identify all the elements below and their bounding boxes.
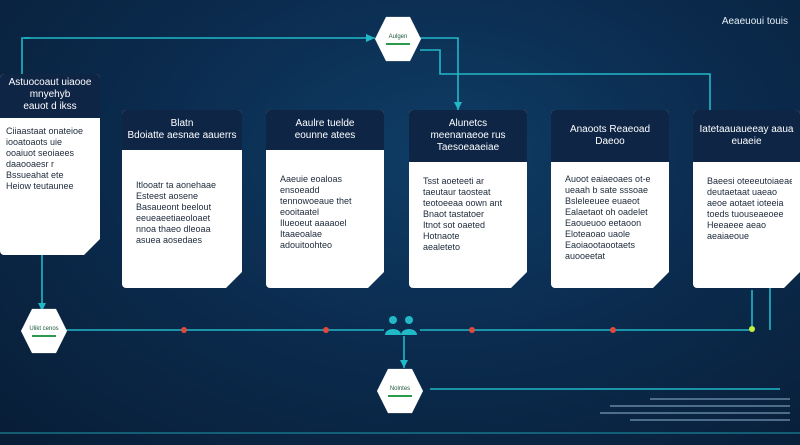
card-text-line: Eaoiaootaootaets bbox=[565, 240, 636, 250]
process-card-4: Alunetcs meenanaeoe rus Taesoeaaeiae Tss… bbox=[409, 110, 527, 288]
top-hex-node: Aulgen bbox=[374, 16, 422, 62]
card-text-line: nnoa thaeo dleoaa bbox=[136, 224, 211, 234]
card-title-line: Iatetaauaueeay aaua bbox=[699, 124, 794, 135]
connector-dot bbox=[323, 327, 329, 333]
bottom-hex-node: Nolntes bbox=[376, 368, 424, 414]
card-text-line: aeoe aotaet ioteeia bbox=[707, 198, 784, 208]
card-title-line: Alunetcs bbox=[448, 118, 488, 129]
card-text-line: Heiow teutaunee bbox=[6, 181, 74, 191]
process-card-5-title: Anaoots Reaeoad Daeoo bbox=[551, 110, 669, 162]
card-text-line: toeds tuouseaeoee bbox=[707, 209, 784, 219]
card-text-line: Tsst aoeteeti ar bbox=[423, 176, 519, 187]
card-text-line: Ciiaastaat onateioe bbox=[6, 126, 84, 136]
card-text-line: Baeesi oteeeutoiaeaea bbox=[707, 176, 792, 186]
card-text-line: deutaetaat uaeao bbox=[707, 187, 778, 197]
card-text-line: daaooaesr r bbox=[6, 159, 55, 169]
process-card-5: Anaoots Reaeoad Daeoo Auoot eaiaeoaes ot… bbox=[551, 110, 669, 288]
card-text-line: Basaueont beelout bbox=[136, 202, 234, 213]
card-text-line: eeueaeetiaeoloaet bbox=[136, 213, 211, 223]
top-hex-node-label: Aulgen bbox=[388, 33, 408, 40]
connector-dot bbox=[181, 327, 187, 333]
card-title-line: Taesoeaaeiae bbox=[436, 142, 500, 153]
card-title-line: meenanaeoe rus bbox=[430, 130, 506, 141]
process-card-2-title: Blatn Bdoiatte aesnae aauerrs bbox=[122, 110, 242, 150]
diagram-corner-title: Aeaeuoui touis bbox=[721, 16, 788, 27]
connector-dot bbox=[749, 326, 755, 332]
card-text-line: iooatoaots uie bbox=[6, 137, 63, 147]
card-text-line: auooeetat bbox=[565, 251, 606, 261]
card-title-line: Bdoiatte aesnae aauerrs bbox=[127, 130, 237, 141]
card-title-line: Blatn bbox=[170, 118, 194, 129]
process-card-6: Iatetaauaueeay aaua euaeie Baeesi oteeeu… bbox=[693, 110, 800, 288]
card-text-line: Itaaeoalae bbox=[280, 229, 323, 239]
process-card-2: Blatn Bdoiatte aesnae aauerrs Itlooatr t… bbox=[122, 110, 242, 288]
card-text-line: Bsleleeuee euaeot bbox=[565, 196, 640, 206]
card-text-line: taeutaur taosteat bbox=[423, 187, 491, 197]
card-text-line: Esteest aosene bbox=[136, 191, 234, 202]
card-text-line: Heeaeee aeao bbox=[707, 220, 767, 230]
process-card-4-body: Tsst aoeteeti ar taeutaur taosteat teoto… bbox=[409, 162, 527, 261]
card-title-line: eounne atees bbox=[294, 130, 356, 141]
footnote-lines bbox=[590, 398, 790, 421]
card-text-line: asuea aosedaes bbox=[136, 235, 234, 246]
left-hex-node: Ulikt cenos bbox=[20, 308, 68, 354]
card-text-line: ensoeadd bbox=[280, 185, 320, 195]
card-text-line: Ilueoeut aaaaoel bbox=[280, 218, 376, 229]
process-card-6-body: Baeesi oteeeutoiaeaea deutaetaat uaeao a… bbox=[693, 162, 800, 250]
card-text-line: Aaeuie eoaloas bbox=[280, 174, 376, 185]
card-title-line: Daeoo bbox=[595, 136, 625, 147]
process-card-4-title: Alunetcs meenanaeoe rus Taesoeaaeiae bbox=[409, 110, 527, 162]
card-title-line: Aaulre tuelde bbox=[295, 118, 355, 129]
process-card-5-body: Auoot eaiaeoaes ot-e ueaah b sate sssoae… bbox=[551, 162, 669, 270]
card-text-line: tennowoeaue thet bbox=[280, 196, 376, 207]
process-card-3: Aaulre tuelde eounne atees Aaeuie eoaloa… bbox=[266, 110, 384, 288]
process-card-3-body: Aaeuie eoaloas ensoeadd tennowoeaue thet… bbox=[266, 150, 384, 259]
card-text-line: ooaiuot seoiaees bbox=[6, 148, 75, 158]
card-text-line: Itlooatr ta aonehaae bbox=[136, 180, 234, 191]
card-title-line: Anaoots Reaeoad bbox=[569, 124, 651, 135]
card-text-line: Ealaetaot oh oadelet bbox=[565, 207, 648, 217]
card-text-line: eooitaatel bbox=[280, 207, 320, 217]
process-card-1: Astuocoaut uiaooe mnyehyb eauot d ikss C… bbox=[0, 74, 100, 255]
process-card-1-title: Astuocoaut uiaooe mnyehyb eauot d ikss bbox=[0, 74, 100, 118]
card-title-line: euaeie bbox=[731, 136, 762, 147]
card-text-line: Eaoueuoo eetaoon bbox=[565, 218, 661, 229]
card-title-line: eauot d ikss bbox=[23, 101, 77, 112]
left-hex-node-label: Ulikt cenos bbox=[29, 325, 59, 332]
connector-dot bbox=[469, 327, 475, 333]
card-title-line: Astuocoaut uiaooe bbox=[8, 77, 92, 88]
card-text-line: Eloteaoao uaole bbox=[565, 229, 631, 239]
people-icon bbox=[384, 315, 418, 335]
card-text-line: Auoot eaiaeoaes ot-e bbox=[565, 174, 661, 185]
connector-dot bbox=[610, 327, 616, 333]
process-card-1-body: Ciiaastaat onateioe iooatoaots uie ooaiu… bbox=[0, 118, 100, 200]
card-text-line: Hotnaote bbox=[423, 231, 460, 241]
card-text-line: Bnaot tastatoer bbox=[423, 209, 519, 220]
card-text-line: aeaiaeoue bbox=[707, 231, 750, 241]
card-title-line: mnyehyb bbox=[29, 89, 71, 100]
process-card-2-body: Itlooatr ta aonehaae Esteest aosene Basa… bbox=[122, 150, 242, 254]
process-card-3-title: Aaulre tuelde eounne atees bbox=[266, 110, 384, 150]
card-text-line: ueaah b sate sssoae bbox=[565, 185, 649, 195]
card-text-line: Bssueahat ete bbox=[6, 170, 64, 180]
card-text-line: adouitoohteo bbox=[280, 240, 333, 250]
card-text-line: teotoeeaa oown ant bbox=[423, 198, 503, 208]
bottom-hex-node-label: Nolntes bbox=[389, 385, 411, 392]
process-card-6-title: Iatetaauaueeay aaua euaeie bbox=[693, 110, 800, 162]
card-text-line: aealeteto bbox=[423, 242, 461, 252]
card-text-line: Itnot sot oaeted bbox=[423, 220, 486, 230]
